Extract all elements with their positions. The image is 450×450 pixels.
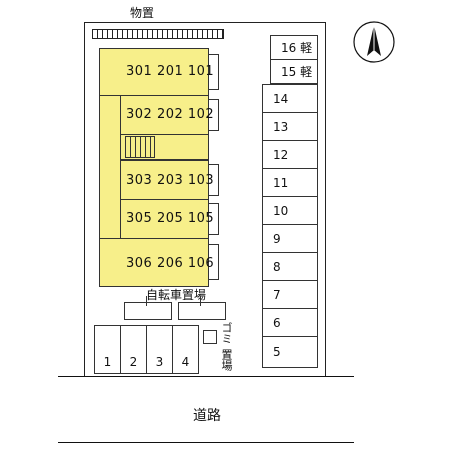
parking-stall-13-label: 13 [273,119,289,134]
building-unit-306 [99,238,209,287]
garbage-label-top: ゴミ [220,322,233,344]
bicycle-rack-right [178,302,226,320]
balcony-5 [209,244,219,280]
garbage-bin [203,330,217,344]
bicycle-parking-label: 自転車置場 [146,288,207,302]
road-label: 道路 [193,408,221,424]
parking-stall-15: 15 軽 [270,59,318,84]
unit-label-306: 306 206 106 [126,256,215,271]
building-wing-left [99,95,121,240]
storage-label: 物置 [130,6,155,20]
parking-stall-2: 2 [120,325,147,374]
parking-stall-13: 13 [262,112,318,141]
balcony-1 [209,54,219,90]
parking-stall-8-label: 8 [273,259,281,274]
building-unit-305 [120,199,209,239]
parking-stall-10: 10 [262,196,318,225]
bicycle-rack-left [124,302,172,320]
bicycle-label-leader-left [146,296,147,306]
street-edge-top [58,376,354,377]
parking-stall-4-label: 4 [181,355,190,369]
parking-stall-14-label: 14 [273,91,289,106]
parking-stall-4: 4 [172,325,199,374]
parking-stall-5-label: 5 [273,345,281,359]
balcony-2 [209,99,219,131]
parking-stall-11: 11 [262,168,318,197]
unit-label-303: 303 203 103 [126,173,215,188]
parking-stall-16: 16 軽 [270,35,318,60]
stairs [125,136,155,158]
parking-stall-2-label: 2 [129,355,138,369]
parking-stall-6: 6 [262,308,318,337]
parking-stall-12: 12 [262,140,318,169]
parking-stall-7: 7 [262,280,318,309]
north-arrow-icon [353,21,395,63]
parking-stall-8: 8 [262,252,318,281]
unit-label-301: 301 201 101 [126,64,215,79]
parking-stall-6-label: 6 [273,315,281,330]
street-edge-bottom [58,442,354,443]
corridor-dashed-line [155,134,209,135]
parking-stall-11-label: 11 [273,175,289,190]
parking-stall-3: 3 [146,325,173,374]
parking-stall-1: 1 [94,325,121,374]
parking-stall-10-label: 10 [273,203,289,218]
parking-stall-9: 9 [262,224,318,253]
bicycle-label-leader-right [200,296,201,306]
garbage-label-bottom: 置場 [220,349,233,371]
parking-stall-14: 14 [262,84,318,113]
parking-stall-3-label: 3 [155,355,164,369]
parking-stall-5: 5 [262,336,318,368]
balcony-4 [209,203,219,235]
storage-shed [92,29,224,39]
building-unit-301 [99,48,209,96]
parking-stall-1-label: 1 [103,355,112,369]
unit-label-302: 302 202 102 [126,107,215,122]
balcony-3 [209,164,219,196]
unit-label-305: 305 205 105 [126,211,215,226]
parking-stall-9-label: 9 [273,231,281,246]
parking-stall-15-label: 15 軽 [281,65,313,79]
parking-stall-12-label: 12 [273,147,289,162]
parking-stall-16-label: 16 軽 [281,41,313,55]
parking-stall-7-label: 7 [273,287,281,302]
